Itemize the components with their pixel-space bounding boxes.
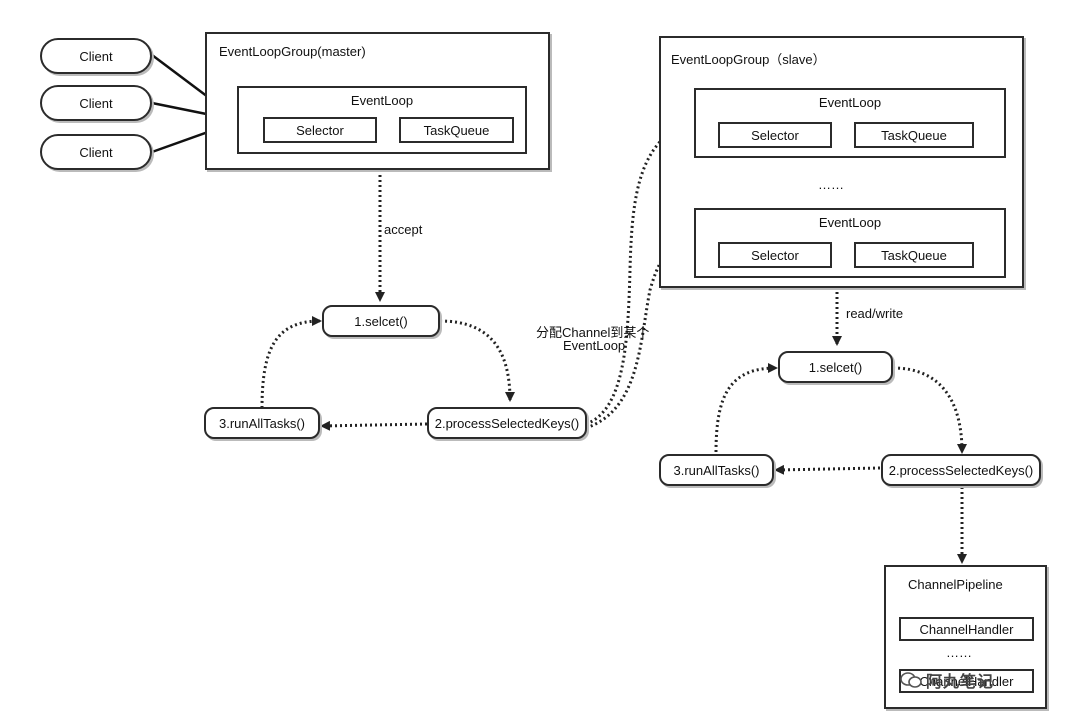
master-select-node: 1.selcet()	[322, 305, 440, 337]
taskqueue-box: TaskQueue	[854, 122, 974, 148]
eventloop-title: EventLoop	[350, 93, 414, 108]
watermark: 阿丸笔记	[900, 668, 994, 692]
slave-process-to-run	[774, 464, 881, 475]
master-run-node: 3.runAllTasks()	[204, 407, 320, 439]
channelhandler-box: ChannelHandler	[899, 617, 1034, 641]
taskqueue-box: TaskQueue	[854, 242, 974, 268]
assign-arrow-1	[585, 118, 695, 426]
master-process-to-run	[320, 420, 428, 431]
eventloop-title: EventLoop	[818, 215, 882, 230]
pipeline-ellipsis: ……	[946, 645, 972, 660]
master-group-title: EventLoopGroup(master)	[219, 44, 366, 59]
watermark-text: 阿丸笔记	[926, 674, 995, 691]
assign-label-line1: 分配Channel到某个	[536, 325, 650, 340]
channelhandler-box: ChannelHandler	[899, 669, 1034, 693]
pipeline-title: ChannelPipeline	[908, 577, 1003, 592]
selector-box: Selector	[718, 122, 832, 148]
selector-box: Selector	[263, 117, 377, 143]
slave-select-to-process	[892, 366, 967, 454]
slave-eventloopgroup: EventLoopGroup（slave） EventLoop Selector…	[659, 36, 1024, 288]
client-node: Client	[40, 38, 152, 74]
master-process-node: 2.processSelectedKeys()	[427, 407, 587, 439]
client-label: Client	[79, 48, 113, 64]
master-eventloop: EventLoop Selector TaskQueue	[237, 86, 527, 154]
eventloop-title: EventLoop	[818, 95, 882, 110]
accept-label: accept	[384, 222, 423, 237]
master-eventloopgroup: EventLoopGroup(master) EventLoop Selecto…	[205, 32, 550, 170]
client-label: Client	[79, 144, 113, 160]
selector-box: Selector	[718, 242, 832, 268]
master-run-to-select	[260, 316, 322, 409]
client-node: Client	[40, 134, 152, 170]
client-label: Client	[79, 95, 113, 111]
taskqueue-box: TaskQueue	[399, 117, 514, 143]
wechat-icon	[900, 672, 922, 688]
slave-eventloop-2: EventLoop Selector TaskQueue	[694, 208, 1006, 278]
slave-run-node: 3.runAllTasks()	[659, 454, 774, 486]
client-node: Client	[40, 85, 152, 121]
slave-eventloop-1: EventLoop Selector TaskQueue	[694, 88, 1006, 158]
readwrite-label: read/write	[846, 306, 904, 321]
slave-group-title: EventLoopGroup（slave）	[671, 52, 826, 67]
master-select-to-process	[439, 319, 515, 402]
slave-select-node: 1.selcet()	[778, 351, 893, 383]
eventloop-ellipsis: ……	[818, 177, 844, 192]
channelpipeline: ChannelPipeline ChannelHandler …… Channe…	[884, 565, 1047, 709]
slave-process-node: 2.processSelectedKeys()	[881, 454, 1041, 486]
assign-label-line2: EventLoop	[563, 338, 626, 353]
slave-run-to-select	[714, 363, 778, 453]
